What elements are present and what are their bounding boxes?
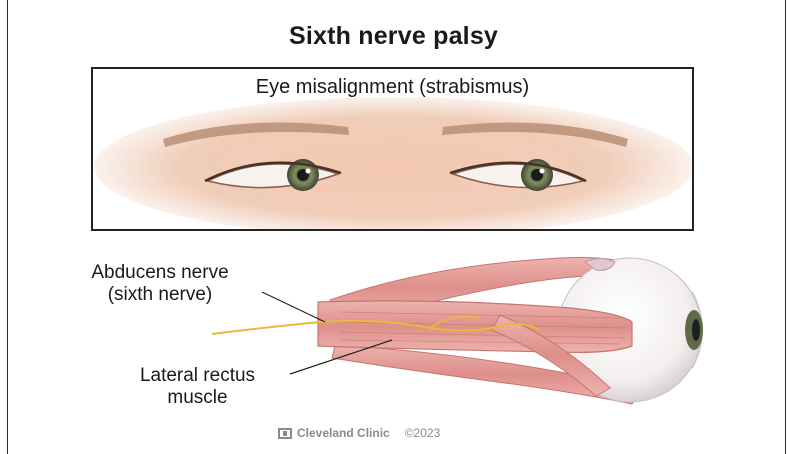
credit-line: Cleveland Clinic ©2023 xyxy=(278,426,440,440)
abducens-label-line1: Abducens nerve xyxy=(60,262,260,284)
credit-year: ©2023 xyxy=(405,426,441,440)
abducens-label-line2: (sixth nerve) xyxy=(60,284,260,306)
rectus-label-line1: Lateral rectus xyxy=(110,365,285,387)
cleveland-clinic-logo-icon xyxy=(278,428,292,439)
rectus-label-line2: muscle xyxy=(110,387,285,409)
credit-name: Cleveland Clinic xyxy=(297,426,390,440)
abducens-leader-line xyxy=(262,292,325,322)
abducens-nerve-label: Abducens nerve (sixth nerve) xyxy=(60,262,260,306)
lateral-rectus-label: Lateral rectus muscle xyxy=(110,365,285,409)
